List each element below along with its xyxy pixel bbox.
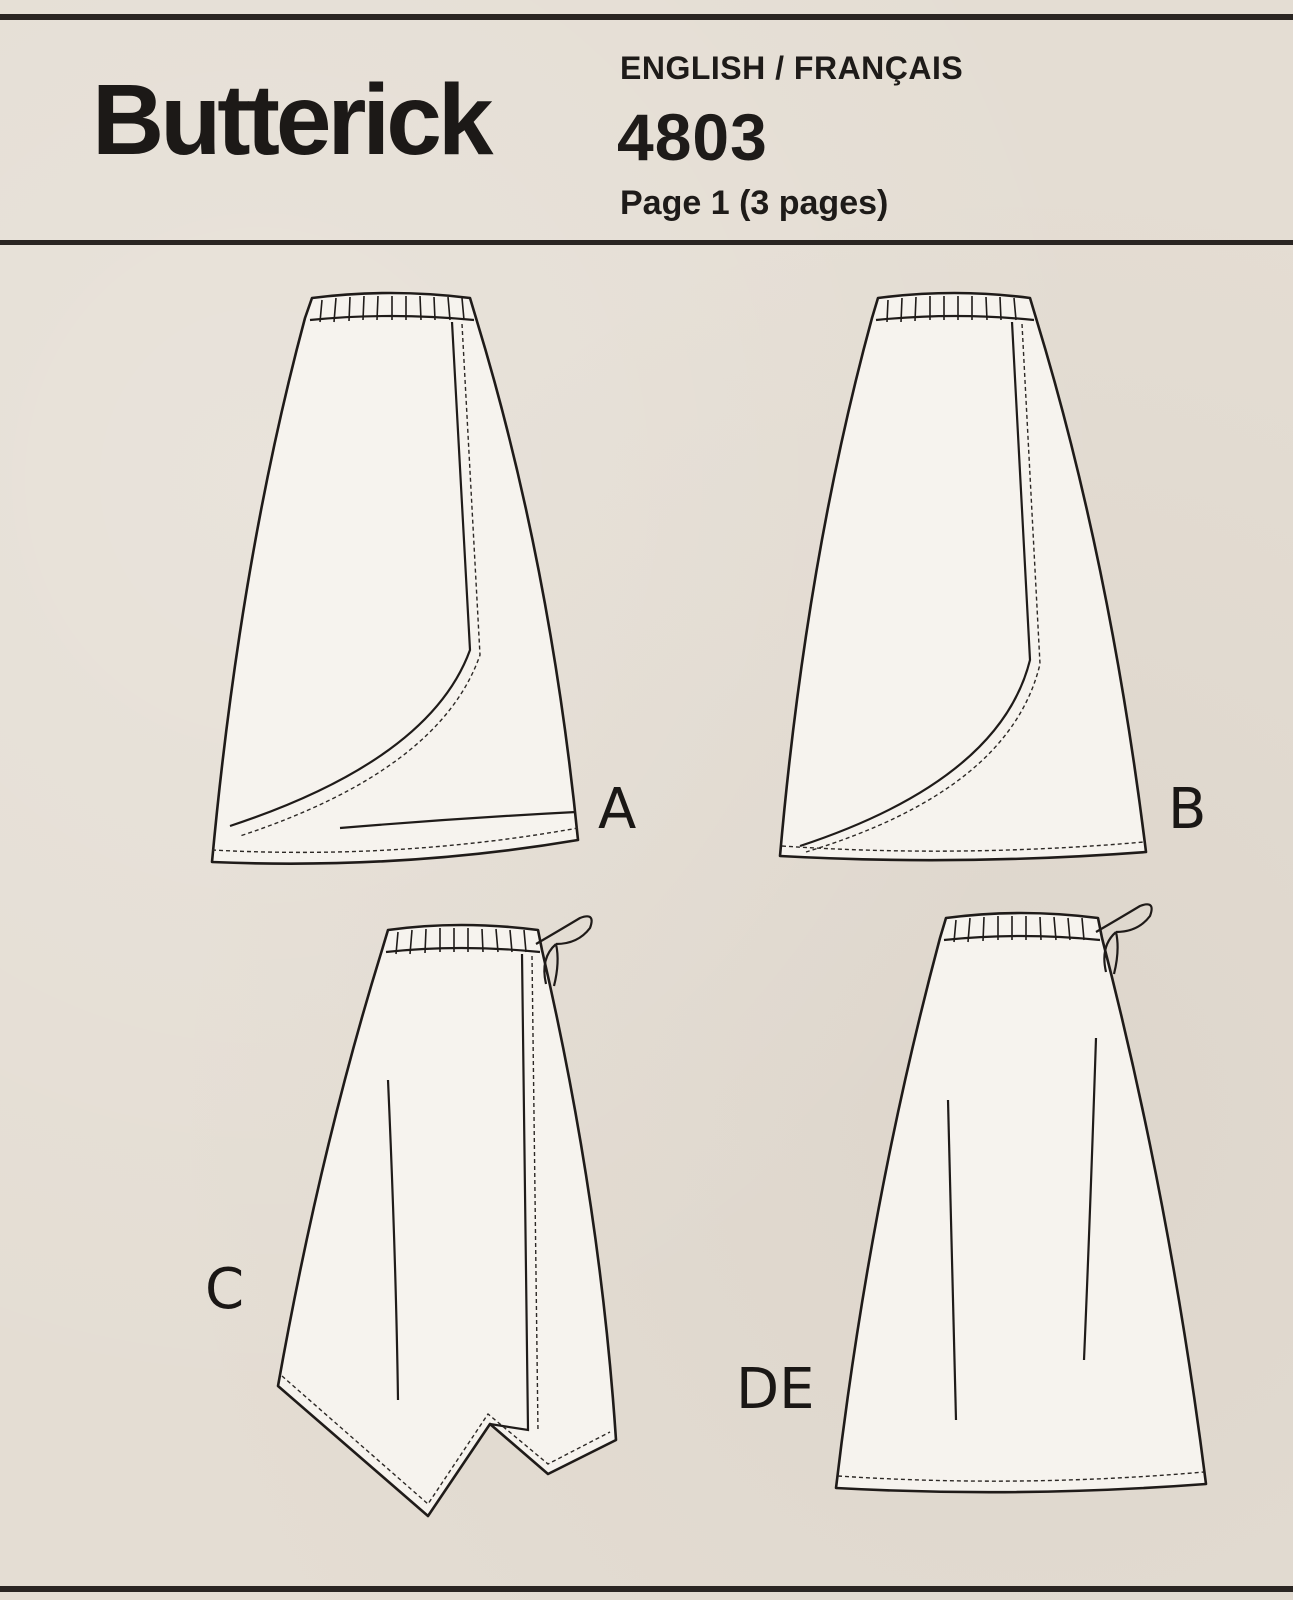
top-border-rule [0, 14, 1293, 20]
view-b-skirt-drawing [778, 291, 1148, 862]
view-label-c: C [205, 1257, 245, 1322]
view-a-skirt-drawing [210, 291, 580, 865]
pattern-number: 4803 [617, 100, 768, 174]
view-label-a: A [598, 777, 637, 842]
bottom-border-rule [0, 1586, 1293, 1592]
page-info: Page 1 (3 pages) [620, 184, 889, 222]
view-de-skirt-drawing [834, 903, 1208, 1494]
header-divider-rule [0, 240, 1293, 245]
brand-logo: Butterick [92, 64, 493, 176]
language-label: ENGLISH / FRANÇAIS [620, 50, 964, 86]
view-label-de: DE [736, 1357, 815, 1422]
view-label-b: B [1168, 777, 1207, 842]
view-c-skirt-drawing [276, 915, 618, 1518]
